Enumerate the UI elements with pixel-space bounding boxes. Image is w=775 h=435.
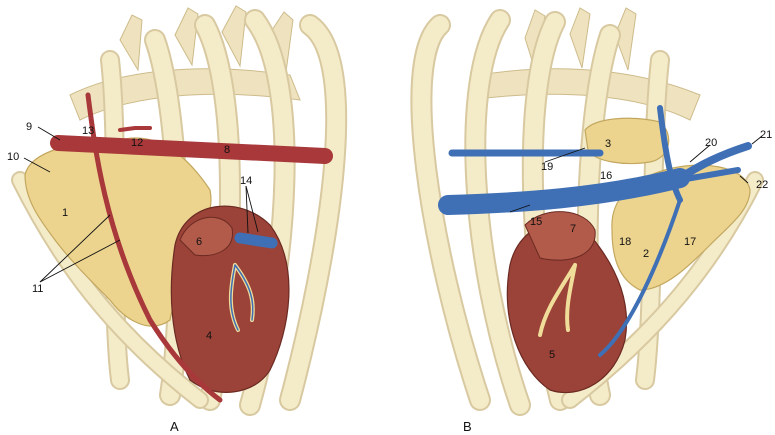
panel-b-vena-cava [438, 168, 690, 215]
label-16: 16 [600, 170, 612, 182]
label-13: 13 [82, 125, 94, 137]
panel-b-vein-21 [676, 142, 752, 182]
panel-b-vein-20 [657, 105, 683, 203]
panel-a [11, 5, 348, 416]
panel-b-vein-22 [677, 167, 741, 183]
panel-b-coronary-fat [538, 263, 577, 337]
label-15: 15 [530, 216, 542, 228]
panel-a-coronary-vein [230, 264, 254, 331]
panel-a-spine [69, 5, 301, 121]
label-4: 4 [206, 330, 212, 342]
label-5: 5 [549, 349, 555, 361]
panel-a-artery-11 [85, 92, 223, 403]
label-9: 9 [26, 121, 32, 133]
label-17: 17 [684, 236, 696, 248]
label-2: 2 [643, 248, 649, 260]
panel-a-atrium [179, 216, 233, 257]
label-3: 3 [605, 138, 611, 150]
panel-letter-b: B [463, 419, 472, 434]
panel-letter-a: A [170, 419, 179, 434]
label-19: 19 [541, 161, 553, 173]
label-10: 10 [7, 151, 19, 163]
number-labels: 1 4 6 8 9 10 11 12 13 14 2 3 5 7 15 16 1… [7, 121, 772, 361]
panel-a-aorta [50, 135, 333, 164]
label-18: 18 [619, 236, 631, 248]
panel-b-atrium [524, 211, 596, 261]
panel-b-lung [611, 164, 751, 291]
panel-a-artery-13 [118, 126, 152, 132]
panel-b-vein-17 [598, 198, 682, 357]
label-21: 21 [760, 129, 772, 141]
panel-b-lung-lobe-3 [584, 117, 670, 165]
label-7: 7 [570, 223, 576, 235]
label-6: 6 [196, 236, 202, 248]
label-1: 1 [62, 207, 68, 219]
label-14: 14 [240, 175, 252, 187]
panel-a-vein-14 [234, 232, 278, 249]
panel-b [410, 7, 764, 416]
label-11: 11 [32, 283, 43, 295]
label-22: 22 [756, 179, 768, 191]
label-8: 8 [224, 144, 230, 156]
leader-lines [23, 126, 763, 283]
label-20: 20 [705, 137, 717, 149]
label-12: 12 [131, 137, 143, 149]
